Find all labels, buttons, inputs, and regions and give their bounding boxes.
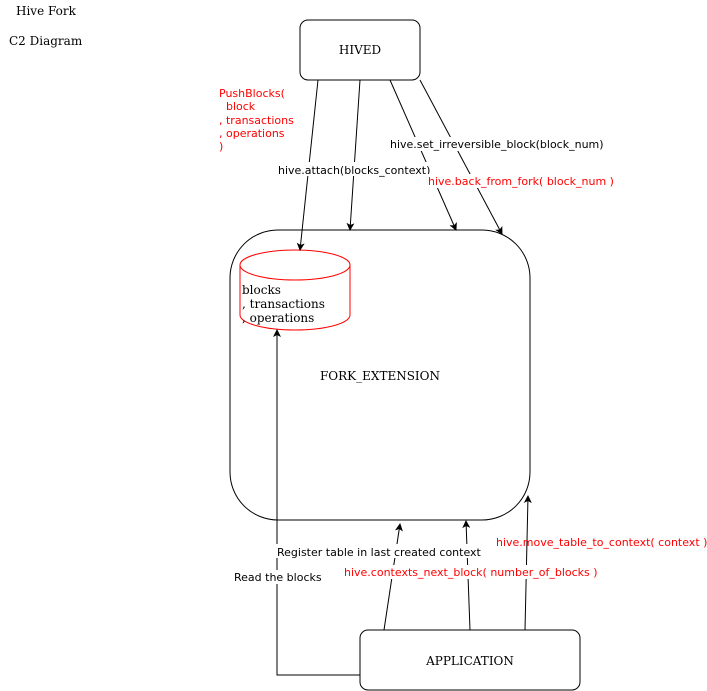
diagram-title: Hive Fork — [16, 4, 77, 18]
edge-set-irreversible — [419, 79, 503, 235]
svg-text:block: block — [219, 100, 256, 113]
svg-text:): ) — [219, 140, 223, 153]
application-label: APPLICATION — [425, 654, 514, 668]
register-table-label: Register table in last created context — [277, 546, 482, 559]
back-from-fork-label: hive.back_from_fork( block_num ) — [428, 175, 614, 188]
fork-extension-label: FORK_EXTENSION — [320, 369, 440, 383]
edge-move-table — [523, 495, 532, 631]
svg-text:PushBlocks(: PushBlocks( — [219, 87, 285, 100]
diagram-subtitle: C2 Diagram — [9, 34, 83, 48]
blocks-database-cylinder[interactable]: blocks , transactions , operations — [239, 249, 351, 331]
db-label-transactions: , transactions — [242, 297, 325, 311]
next-block-label: hive.contexts_next_block( number_of_bloc… — [344, 566, 598, 579]
move-table-label: hive.move_table_to_context( context ) — [496, 536, 707, 549]
edge-read-blocks — [273, 329, 360, 676]
edge-attach — [346, 79, 361, 231]
attach-label: hive.attach(blocks_context) — [278, 164, 430, 177]
db-label-blocks: blocks — [242, 283, 281, 297]
db-label-operations: , operations — [242, 311, 314, 325]
edge-back-from-fork — [389, 79, 457, 231]
hived-node[interactable]: HIVED — [299, 19, 421, 81]
application-node[interactable]: APPLICATION — [359, 629, 581, 691]
read-blocks-label: Read the blocks — [234, 571, 322, 584]
hived-label: HIVED — [339, 43, 381, 57]
push-blocks-label: PushBlocks( block , transactions , opera… — [219, 87, 294, 153]
svg-text:, transactions: , transactions — [219, 114, 294, 127]
set-irreversible-label: hive.set_irreversible_block(block_num) — [390, 138, 604, 151]
svg-text:, operations: , operations — [219, 127, 285, 140]
